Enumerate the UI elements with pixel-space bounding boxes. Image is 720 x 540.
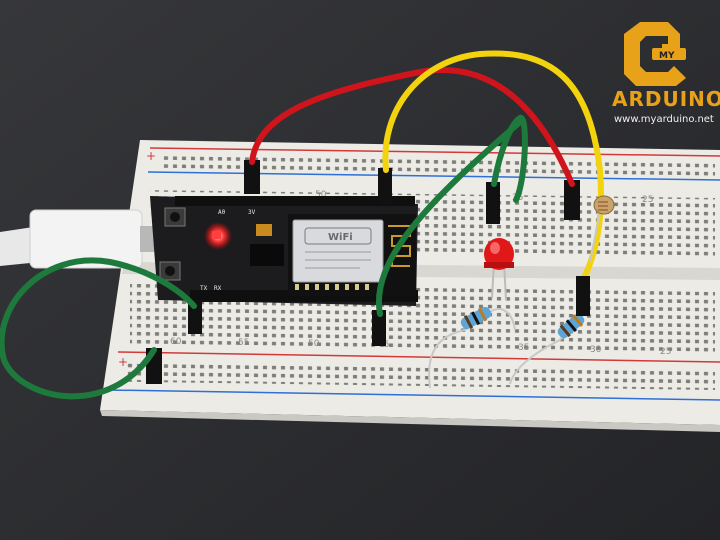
pin-label: 3V <box>248 209 256 216</box>
pin-label: RX <box>214 285 222 292</box>
bottom-rail-blue-line <box>107 389 720 401</box>
logo-word: ARDUINO <box>612 87 720 111</box>
green-wire-module <box>375 119 523 317</box>
logo-badge: MY <box>659 51 675 61</box>
red-wire <box>249 67 575 187</box>
col-num: 50 <box>315 190 327 200</box>
red-wire-plug <box>244 160 260 194</box>
col-num: 25 <box>660 347 671 357</box>
col-num: 60 <box>170 337 182 347</box>
pin-label: A0 <box>218 209 226 216</box>
nodemcu-board: 3V A0 WiFi TX RX <box>150 196 418 306</box>
col-num: 50 <box>308 339 320 349</box>
green-wire-left <box>0 257 197 400</box>
bottom-rail-red-line <box>117 351 720 363</box>
power-led <box>212 231 221 239</box>
green-wire-plug-2 <box>372 310 386 346</box>
green-wire-led <box>491 114 528 203</box>
pin-header-top <box>175 196 415 206</box>
col-num: 55 <box>238 338 249 348</box>
esp-shield <box>292 219 384 283</box>
regulator <box>256 224 272 236</box>
col-num: 25 <box>642 195 653 205</box>
green-wire-plug-1 <box>486 182 500 224</box>
usb-serial-chip <box>250 244 284 266</box>
yellow-wire-plug <box>378 168 392 204</box>
yellow-wire <box>382 50 604 281</box>
ground-header-plug <box>188 300 202 334</box>
rail-plus-bottom: + <box>118 355 128 369</box>
rail-plus-top: + <box>146 149 156 163</box>
ldr-sensor <box>589 195 615 263</box>
wifi-logo-box <box>304 227 372 245</box>
red-led <box>484 238 514 301</box>
wifi-label: WiFi <box>328 232 353 243</box>
logo-mark-icon <box>624 22 686 86</box>
col-num: 30 <box>590 345 602 355</box>
esp-pads <box>295 284 369 290</box>
top-rail-red-line <box>149 147 720 157</box>
myarduino-logo: MY ARDUINO www.myarduino.net <box>612 22 720 125</box>
ldr-resistor-plug <box>576 276 590 316</box>
top-rail-blue-line <box>147 171 720 181</box>
pin-label: TX <box>200 285 208 292</box>
logo-url: www.myarduino.net <box>614 114 714 125</box>
resistor-led <box>428 306 516 389</box>
col-num: 35 <box>518 343 529 353</box>
red-wire-plug-2 <box>564 180 580 220</box>
